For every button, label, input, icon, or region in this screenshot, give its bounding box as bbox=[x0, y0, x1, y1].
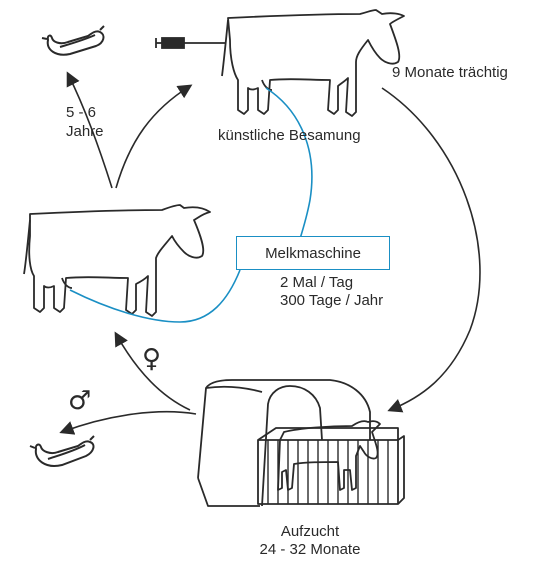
calf-hutch-icon bbox=[198, 380, 404, 506]
sausage-bottom-icon bbox=[30, 436, 94, 466]
cow-top-icon bbox=[222, 10, 404, 116]
male-symbol: ♂ bbox=[68, 388, 91, 414]
insemination-label: künstliche Besamung bbox=[218, 127, 361, 145]
rearing-months-label: 24 - 32 Monate bbox=[240, 541, 380, 559]
female-symbol: ♀ bbox=[142, 346, 161, 372]
milking-frequency-label: 2 Mal / Tag bbox=[280, 274, 353, 292]
cow-left-icon bbox=[24, 205, 210, 316]
milking-machine-label: Melkmaschine bbox=[265, 245, 361, 262]
syringe-icon bbox=[156, 38, 226, 48]
years-label-top: 5 - 6 bbox=[66, 104, 96, 122]
milking-machine-box: Melkmaschine bbox=[236, 236, 390, 270]
years-label-bottom: Jahre bbox=[66, 123, 104, 141]
milking-days-label: 300 Tage / Jahr bbox=[280, 292, 383, 310]
arrow-pregnancy bbox=[382, 88, 480, 410]
sausage-top-icon bbox=[42, 26, 104, 55]
arrow-to-insemination bbox=[116, 86, 190, 188]
pregnancy-label: 9 Monate trächtig bbox=[392, 64, 508, 82]
milking-tube bbox=[70, 88, 312, 322]
rearing-label: Aufzucht bbox=[240, 523, 380, 541]
